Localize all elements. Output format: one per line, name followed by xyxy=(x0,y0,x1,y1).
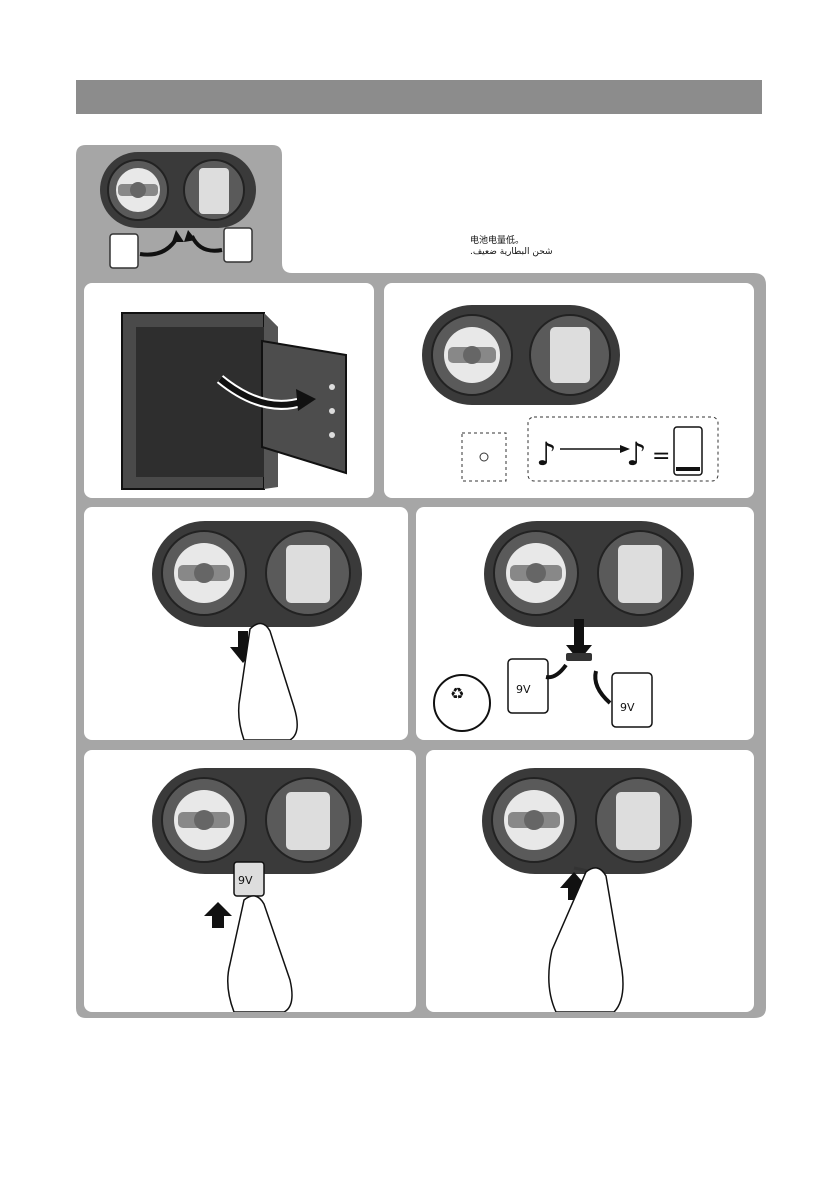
panel-low-battery-signal: ♪ ♪ = xyxy=(384,283,754,498)
panel-press-cover xyxy=(84,507,408,740)
battery-swap-thumbnail xyxy=(96,150,266,280)
panel-replace-battery: ♻ 9V 9V xyxy=(416,507,754,740)
lock-panel-icon xyxy=(100,152,256,228)
lock-panel-icon xyxy=(482,768,692,874)
panel-insert-battery: 9V xyxy=(84,750,416,1012)
low-battery-caption: 电池电量低。 شحن البطارية ضعيف. xyxy=(470,236,610,258)
battery-label: 9V xyxy=(516,683,531,696)
lock-panel-icon xyxy=(152,521,362,627)
arrow-icon xyxy=(140,236,178,255)
arrow-icon xyxy=(238,631,248,649)
finger-icon xyxy=(549,868,623,1012)
lock-panel-icon xyxy=(422,305,620,405)
arrow-icon xyxy=(546,665,566,677)
svg-text:♻: ♻ xyxy=(450,684,464,703)
svg-text:=: = xyxy=(652,444,670,469)
battery-label: 9V xyxy=(238,874,253,887)
caption-arabic: شحن البطارية ضعيف. xyxy=(470,247,610,258)
caption-chinese: 电池电量低。 xyxy=(470,236,610,247)
lock-panel-icon xyxy=(484,521,694,627)
music-note-icon: ♪ xyxy=(536,435,556,473)
arrow-icon xyxy=(204,902,232,916)
safe-icon xyxy=(84,283,374,498)
battery-label-new: 9V xyxy=(620,701,635,714)
panel-open-safe xyxy=(84,283,374,498)
indicator-light-icon xyxy=(480,453,488,461)
svg-text:♪: ♪ xyxy=(626,435,646,473)
finger-icon xyxy=(228,896,292,1012)
lock-panel-icon xyxy=(152,768,362,874)
battery-icon xyxy=(110,228,252,268)
section-header-bar xyxy=(76,80,762,114)
panel-close-cover xyxy=(426,750,754,1012)
